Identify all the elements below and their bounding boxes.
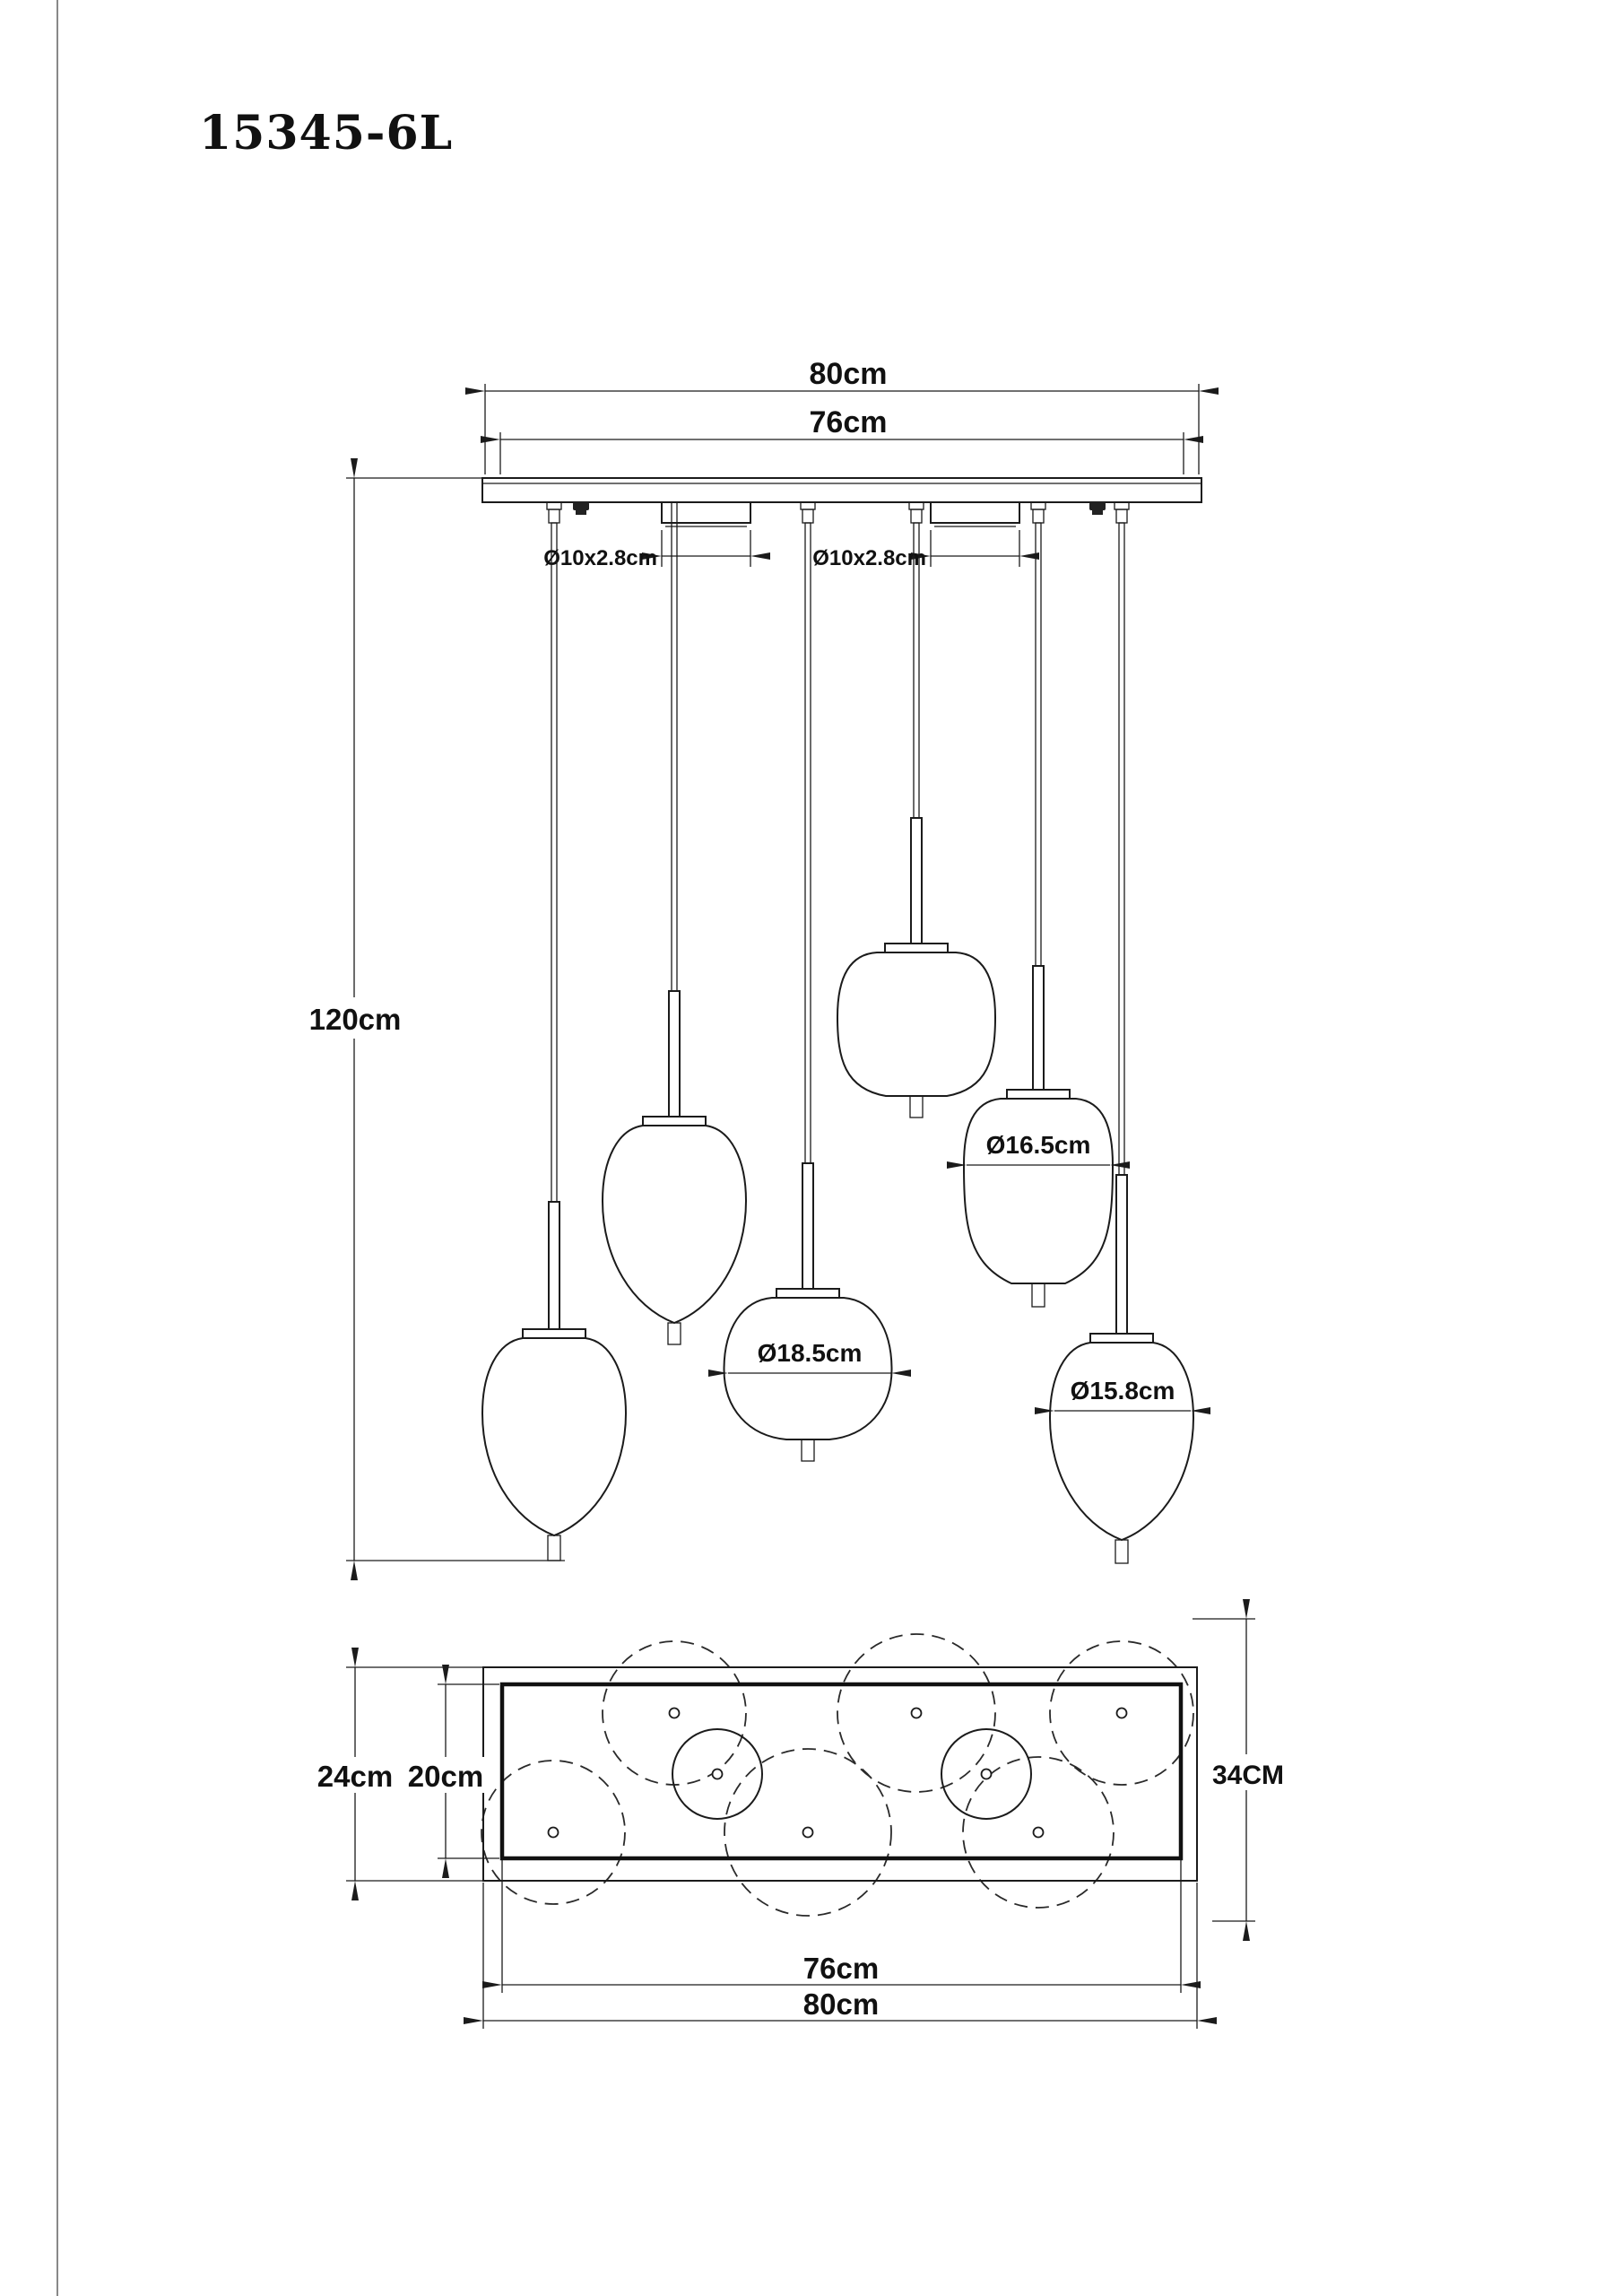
dim-depth-overall-label: 24cm <box>317 1760 393 1793</box>
cable-exit-4 <box>910 1707 923 1719</box>
shade-footprint-4 <box>837 1633 996 1793</box>
dim-canopy-left-label: Ø10x2.8cm <box>543 546 657 570</box>
shade-footprint-3 <box>724 1748 892 1917</box>
pendant-5: Ø16.5cm <box>947 501 1130 1308</box>
dim-overall-width: 80cm <box>465 357 1219 474</box>
dim-shade-round-label: Ø18.5cm <box>758 1339 863 1367</box>
dim-shade-lantern-label: Ø16.5cm <box>986 1131 1091 1159</box>
pendant-2 <box>602 501 747 1345</box>
cable-exit-6 <box>1115 1707 1128 1719</box>
plate-outline-outer <box>482 1666 1198 1882</box>
cable-exit-3 <box>802 1826 814 1839</box>
cable-exit-2 <box>668 1707 681 1719</box>
mounting-nut-left <box>573 502 589 515</box>
front-view: 80cm 76cm Ø10x2.8cm <box>308 357 1219 1580</box>
dim-depth-mount: 20cm <box>405 1665 499 1878</box>
mounting-nut-right <box>1089 502 1106 515</box>
dim-canopy-right-label: Ø10x2.8cm <box>812 546 926 570</box>
dim-shade-round: Ø18.5cm <box>708 1339 911 1377</box>
dim-shade-egg-label: Ø15.8cm <box>1071 1377 1175 1405</box>
dim-shade-lantern: Ø16.5cm <box>947 1131 1130 1169</box>
dim-shade-egg: Ø15.8cm <box>1035 1377 1210 1414</box>
dim-drop-height-label: 120cm <box>309 1003 402 1036</box>
canopy-center-right <box>980 1768 993 1780</box>
shade-footprint-5 <box>962 1756 1115 1909</box>
shade-footprint-1 <box>481 1760 626 1905</box>
page-title: 15345-6L <box>199 106 453 161</box>
pendant-1 <box>481 501 627 1561</box>
canopy-box-left <box>661 501 751 527</box>
canopy-circle-left <box>672 1728 763 1820</box>
dim-depth-overall: 24cm <box>315 1648 486 1900</box>
pendant-4 <box>837 501 996 1118</box>
dim-overall-width-label: 80cm <box>810 357 888 391</box>
cable-exit-1 <box>547 1826 559 1839</box>
pendant-3: Ø18.5cm <box>708 501 911 1462</box>
pendant-6: Ø15.8cm <box>1035 501 1210 1564</box>
dim-mount-width: 76cm <box>481 405 1203 474</box>
dim-plan-widths: 76cm 80cm <box>464 1860 1217 2029</box>
canopy-center-left <box>711 1768 724 1780</box>
canopy-circle-right <box>941 1728 1032 1820</box>
cable-exit-5 <box>1032 1826 1045 1839</box>
dim-mount-width-label: 76cm <box>810 405 888 439</box>
dim-plan-width-mount-label: 76cm <box>803 1952 879 1985</box>
dim-span-total: 34CM <box>1193 1599 1289 1941</box>
dim-canopy-right: Ø10x2.8cm <box>812 530 1039 570</box>
dim-plan-width-overall-label: 80cm <box>803 1987 879 2021</box>
dim-depth-mount-label: 20cm <box>408 1760 483 1793</box>
dim-span-total-label: 34CM <box>1212 1761 1284 1790</box>
plate-outline-inner <box>499 1682 1184 1861</box>
dim-drop-height: 120cm <box>308 458 565 1580</box>
plan-view: 24cm 20cm 34CM 76cm 80cm <box>315 1599 1289 2029</box>
ceiling-plate <box>481 477 1202 503</box>
dim-canopy-left: Ø10x2.8cm <box>543 530 770 570</box>
canopy-box-right <box>930 501 1020 527</box>
shade-footprint-6 <box>1049 1640 1194 1786</box>
